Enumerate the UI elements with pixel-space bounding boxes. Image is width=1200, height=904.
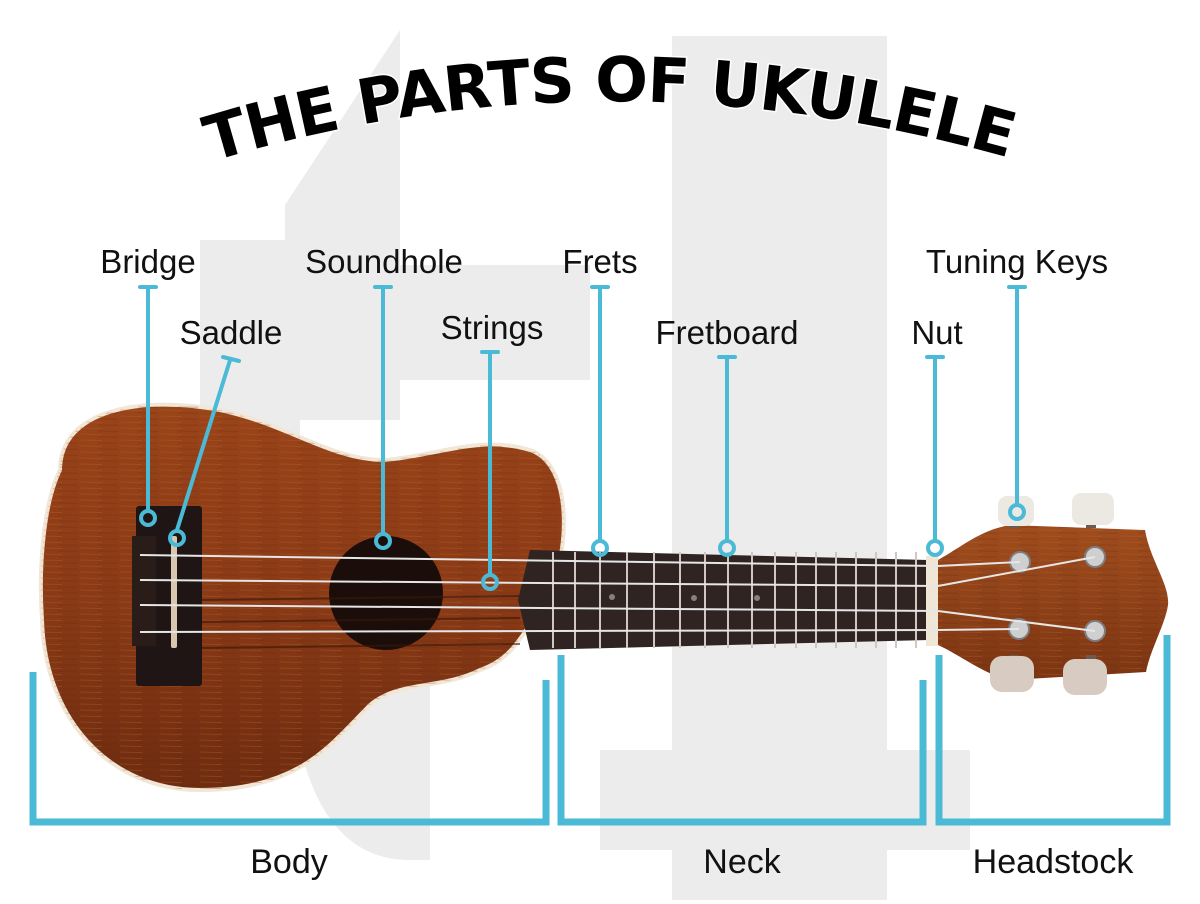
background-watermark	[200, 30, 970, 904]
callout-bridge	[138, 285, 158, 527]
label-fretboard: Fretboard	[655, 314, 799, 351]
callout-nut	[925, 355, 945, 557]
section-brackets	[29, 635, 1171, 826]
section-label-body: Body	[250, 843, 328, 881]
strings	[139, 554, 1096, 633]
soundhole	[329, 536, 443, 650]
bracket-body	[29, 672, 550, 826]
section-label-headstock: Headstock	[972, 843, 1134, 881]
fret-markers	[609, 594, 760, 601]
section-label-neck: Neck	[703, 843, 781, 881]
label-soundhole: Soundhole	[305, 243, 463, 280]
callout-saddle	[168, 355, 241, 547]
label-frets: Frets	[562, 243, 638, 280]
ukulele-illustration	[38, 402, 1169, 793]
label-tuning-keys: Tuning Keys	[925, 243, 1109, 280]
label-saddle: Saddle	[179, 314, 283, 351]
callout-tuning-keys	[1007, 285, 1027, 521]
label-strings: Strings	[440, 309, 544, 346]
tuning-keys	[990, 493, 1114, 695]
label-bridge: Bridge	[100, 243, 196, 280]
bracket-headstock	[935, 635, 1171, 826]
callout-strings	[480, 350, 500, 591]
part-callouts	[138, 285, 1027, 591]
bracket-neck	[557, 655, 927, 826]
callout-soundhole	[373, 285, 393, 550]
label-nut: Nut	[911, 314, 963, 351]
callout-fretboard	[717, 355, 737, 557]
saddle	[171, 536, 177, 648]
nut	[926, 556, 938, 646]
fretboard	[518, 550, 928, 650]
frets	[552, 552, 917, 648]
callout-frets	[590, 285, 610, 557]
